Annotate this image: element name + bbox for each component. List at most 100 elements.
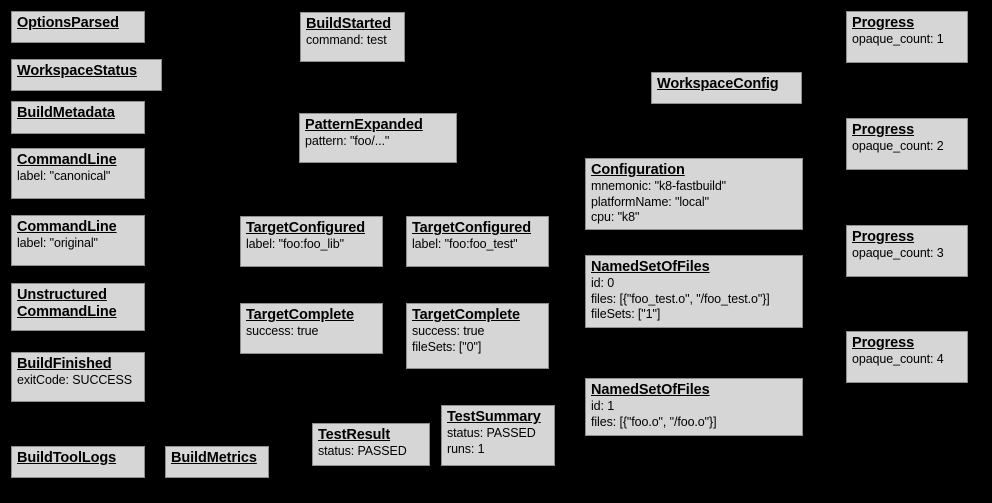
node-title-line: OptionsParsed (17, 15, 119, 31)
node-title-line: Progress (852, 229, 915, 245)
node-title-line: BuildMetrics (171, 450, 257, 466)
node-title-line: TargetConfigured (412, 220, 531, 236)
node-fields: label: "foo:foo_test" (412, 237, 543, 253)
node-title-line: PatternExpanded (305, 117, 423, 133)
node-fields: opaque_count: 2 (852, 139, 962, 155)
node-field: id: 0 (591, 276, 615, 290)
node-title: TestSummary (447, 409, 549, 426)
node-title-line: TargetComplete (246, 307, 354, 323)
node-fields: opaque_count: 4 (852, 352, 962, 368)
node-fields: success: true (246, 324, 377, 340)
node-fields: command: test (306, 33, 399, 49)
node-field: id: 1 (591, 399, 615, 413)
node-fields: label: "original" (17, 236, 139, 252)
node-title: BuildFinished (17, 356, 139, 373)
node-title-line: TestSummary (447, 409, 541, 425)
node-title: BuildMetadata (17, 105, 139, 122)
node-workspace-config[interactable]: WorkspaceConfig (651, 72, 802, 104)
node-field: label: "canonical" (17, 169, 111, 183)
node-fields: opaque_count: 3 (852, 246, 962, 262)
node-field: label: "original" (17, 236, 98, 250)
node-title-line: Progress (852, 335, 915, 351)
node-title-line: NamedSetOfFiles (591, 382, 710, 398)
node-title: BuildStarted (306, 16, 399, 33)
node-title-line: WorkspaceStatus (17, 63, 137, 79)
node-field: label: "foo:foo_lib" (246, 237, 344, 251)
node-field: opaque_count: 4 (852, 352, 944, 366)
node-field: mnemonic: "k8-fastbuild" (591, 179, 727, 193)
node-options-parsed[interactable]: OptionsParsed (11, 11, 145, 43)
node-title: TargetComplete (412, 307, 543, 324)
node-title: TargetConfigured (412, 220, 543, 237)
node-field: fileSets: ["0"] (412, 339, 482, 354)
node-field: label: "foo:foo_test" (412, 237, 518, 251)
node-title-line: Unstructured (17, 287, 107, 303)
node-title: Progress (852, 335, 962, 352)
node-title: NamedSetOfFiles (591, 382, 797, 399)
node-title-line: CommandLine (17, 304, 117, 320)
node-title: PatternExpanded (305, 117, 451, 134)
node-title-line: CommandLine (17, 219, 117, 235)
node-title: Configuration (591, 162, 797, 179)
node-fields: label: "canonical" (17, 169, 139, 185)
node-field: exitCode: SUCCESS (17, 373, 133, 387)
node-title: TestResult (318, 427, 424, 444)
node-field: success: true (246, 324, 319, 338)
node-title-line: Progress (852, 122, 915, 138)
node-title-line: CommandLine (17, 152, 117, 168)
node-build-tool-logs[interactable]: BuildToolLogs (11, 446, 145, 478)
node-workspace-status[interactable]: WorkspaceStatus (11, 59, 162, 91)
node-build-metrics[interactable]: BuildMetrics (165, 446, 269, 478)
node-field: files: [{"foo.o", "/foo.o"}] (591, 414, 717, 429)
node-fields: opaque_count: 1 (852, 32, 962, 48)
node-field: opaque_count: 1 (852, 32, 944, 46)
node-field: cpu: "k8" (591, 210, 640, 224)
node-title: NamedSetOfFiles (591, 259, 797, 276)
node-title: WorkspaceConfig (657, 76, 796, 93)
node-title-line: BuildStarted (306, 16, 392, 32)
node-field: opaque_count: 2 (852, 139, 944, 153)
node-fields: mnemonic: "k8-fastbuild"platformName: "l… (591, 179, 797, 226)
node-field: opaque_count: 3 (852, 246, 944, 260)
node-title: WorkspaceStatus (17, 63, 156, 80)
node-title: Progress (852, 15, 962, 32)
node-title: TargetComplete (246, 307, 377, 324)
node-fields: label: "foo:foo_lib" (246, 237, 377, 253)
node-title-line: NamedSetOfFiles (591, 259, 710, 275)
node-field: success: true (412, 324, 485, 338)
node-field: runs: 1 (447, 441, 485, 456)
node-fields: exitCode: SUCCESS (17, 373, 139, 389)
node-title-line: TestResult (318, 427, 391, 443)
node-title-line: WorkspaceConfig (657, 76, 779, 92)
node-title-line: Configuration (591, 162, 685, 178)
node-field: platformName: "local" (591, 194, 709, 209)
node-build-metadata[interactable]: BuildMetadata (11, 101, 145, 134)
node-title-line: TargetConfigured (246, 220, 365, 236)
node-title: CommandLine (17, 219, 139, 236)
node-field: command: test (306, 33, 387, 47)
node-title: Progress (852, 229, 962, 246)
